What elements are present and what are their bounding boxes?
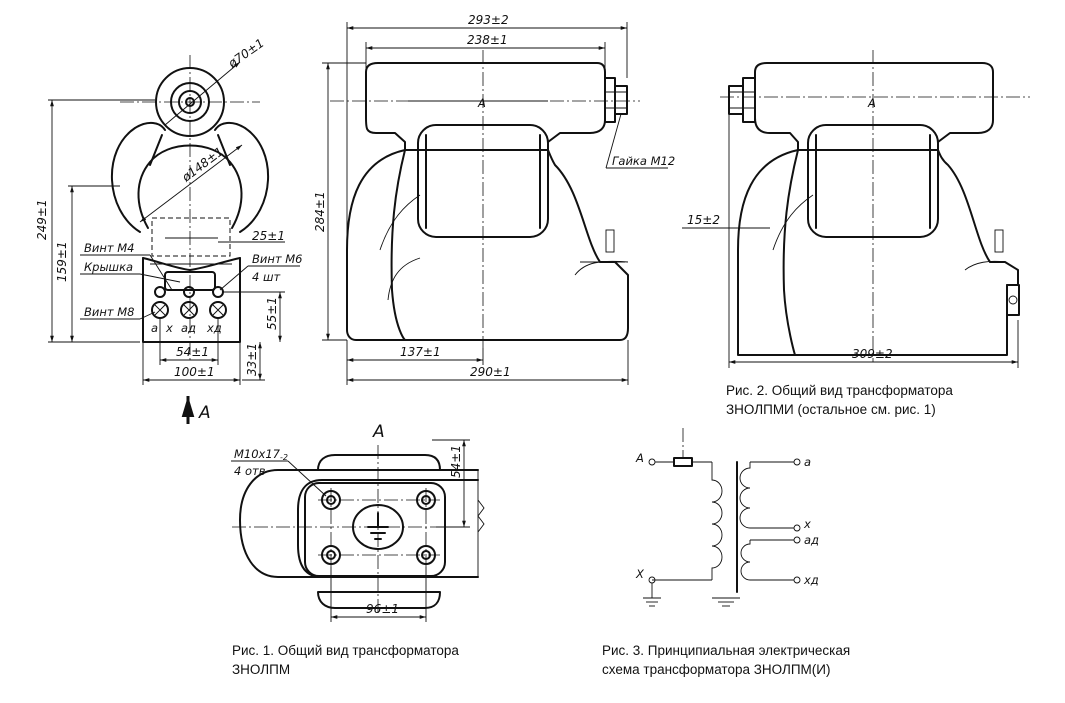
- fig2-front-view: A 15±2 309±2: [682, 50, 1030, 368]
- dim-w293: 293±2: [468, 13, 509, 27]
- terminal-mark-ad: ад: [181, 321, 196, 335]
- dim-d70: ø70±1: [225, 36, 267, 71]
- fig1-side-view: a x ад хд ø70±1 ø148±1 249±1 159±1 25±1 …: [35, 36, 302, 424]
- body-outline: [346, 149, 629, 341]
- label-qty: 4 шт: [252, 270, 280, 284]
- dim-w290: 290±1: [470, 365, 511, 379]
- dim-h249: 249±1: [35, 199, 49, 240]
- schematic-label-A: A: [635, 451, 644, 465]
- label-cover: Крышка: [84, 260, 133, 274]
- fig1-front-view: A 293±2 238±1 284±1 137±1 290±1 Гайка М1…: [313, 13, 675, 385]
- view-a-baseplate: [304, 482, 446, 577]
- dim-w54: 54±1: [176, 345, 209, 359]
- view-a-body: [239, 469, 479, 578]
- fig1-caption-line1: Рис. 1. Общий вид трансформатора: [232, 643, 459, 658]
- schematic-label-ad: ад: [804, 533, 819, 547]
- dim-w137: 137±1: [400, 345, 441, 359]
- view-a-flange-top: [317, 454, 441, 471]
- primary-winding: [711, 462, 723, 580]
- fig3-schematic: A X a x ад хд: [635, 428, 819, 607]
- dim-h284: 284±1: [313, 191, 327, 232]
- label-m10-holes: М10х17-2: [234, 447, 288, 462]
- terminal-mark-x: x: [165, 321, 173, 335]
- dim-h54-view-a: 54±1: [449, 445, 463, 478]
- dim-d148: ø148±1: [179, 144, 227, 185]
- schematic-label-xd: хд: [803, 573, 819, 587]
- base-block: [142, 257, 241, 343]
- dim-h33: 33±1: [245, 343, 259, 376]
- label-screw-m8: Винт М8: [84, 305, 134, 319]
- view-arrow-label: A: [198, 403, 211, 423]
- terminal-mark-a: a: [151, 321, 158, 335]
- primary-bar: [365, 62, 606, 151]
- dim-h159: 159±1: [55, 241, 69, 282]
- terminal-mark-xd: хд: [206, 321, 222, 335]
- label-screw-m4: Винт М4: [84, 241, 134, 255]
- ring-outer-left: [111, 122, 166, 233]
- dim-w100: 100±1: [174, 365, 215, 379]
- terminal-A: [648, 458, 656, 466]
- dim-h15: 15±2: [687, 213, 720, 227]
- fig2-body-outline: [737, 149, 1019, 356]
- fig2-caption: Рис. 2. Общий вид трансформатора ЗНОЛПМИ…: [726, 381, 953, 419]
- dim-w238: 238±1: [467, 33, 508, 47]
- label-nut-m12: Гайка М12: [612, 154, 675, 168]
- fig2-caption-line1: Рис. 2. Общий вид трансформатора: [726, 383, 953, 398]
- fuse-element: [673, 457, 693, 467]
- fig2-nut: [742, 77, 756, 123]
- view-a: A М10х17-2 4 отв: [231, 422, 485, 622]
- fig1-caption: Рис. 1. Общий вид трансформатора ЗНОЛПМ: [232, 641, 459, 679]
- dim-h55: 55±1: [265, 297, 279, 330]
- fig2-caption-line2: ЗНОЛПМИ (остальное см. рис. 1): [726, 402, 936, 417]
- fig1-caption-line2: ЗНОЛПМ: [232, 662, 291, 677]
- label-holes-qty: 4 отв: [234, 464, 266, 478]
- schematic-label-x: x: [803, 517, 811, 531]
- dim-w96: 96±1: [366, 602, 399, 616]
- dim-w309: 309±2: [852, 347, 893, 361]
- additional-winding: [740, 540, 794, 581]
- dim-w25: 25±1: [252, 229, 285, 243]
- fig3-caption: Рис. 3. Принципиальная электрическая схе…: [602, 641, 850, 679]
- schematic-label-a: a: [804, 455, 811, 469]
- fig3-caption-line2: схема трансформатора ЗНОЛПМ(И): [602, 662, 831, 677]
- nut-m12: [604, 77, 616, 123]
- schematic-label-X: X: [635, 567, 645, 581]
- secondary-winding: [739, 462, 794, 529]
- front-mark-a: A: [477, 96, 486, 110]
- fig3-caption-line1: Рис. 3. Принципиальная электрическая: [602, 643, 851, 658]
- view-a-title: A: [372, 422, 385, 442]
- label-screw-m6: Винт М6: [252, 252, 302, 266]
- fig2-mark-a: A: [867, 96, 876, 110]
